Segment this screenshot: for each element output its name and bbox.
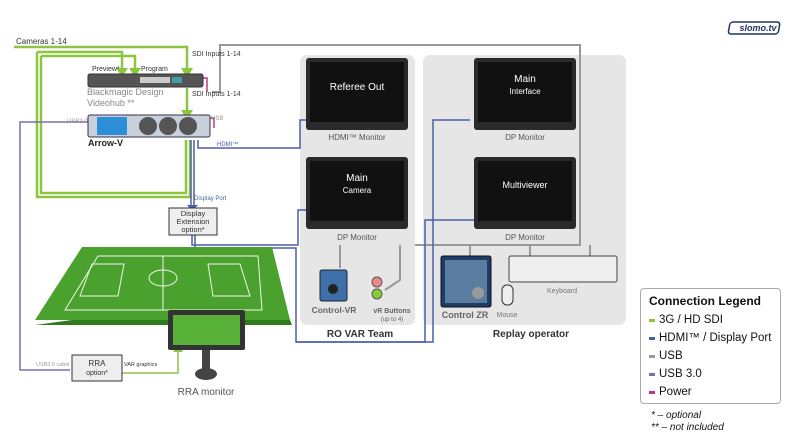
legend-title: Connection Legend	[649, 294, 761, 308]
sdi-cables	[14, 45, 192, 374]
keyboard-device	[508, 255, 618, 283]
hdmi-label: HDMI™	[217, 141, 238, 148]
legend-label: HDMI™ / Display Port	[659, 332, 772, 344]
arrow-v-label: Arrow-V	[88, 138, 123, 148]
legend-item-power: Power	[649, 383, 772, 401]
keyboard-label: Keyboard	[547, 288, 577, 295]
vr-button-green	[371, 288, 383, 300]
sdi-inputs-label-1: SDI Inputs 1-14	[192, 51, 241, 58]
usb-label: USB	[211, 116, 223, 122]
legend-item-sdi: 3G / HD SDI	[649, 311, 772, 329]
referee-out-screen: Referee Out	[330, 82, 385, 93]
usb30-cable-label: USB3.0 cable	[36, 362, 70, 368]
legend-item-hdmi: HDMI™ / Display Port	[649, 329, 772, 347]
rra-monitor-label: RRA monitor	[178, 387, 235, 398]
videohub-label-2: Videohub **	[87, 98, 135, 108]
logo-text: slomo.tv	[739, 23, 777, 33]
legend-label: USB 3.0	[659, 368, 702, 380]
legend-swatch	[649, 372, 655, 376]
rra-option-box	[71, 354, 123, 382]
legend-swatch	[649, 354, 655, 358]
main-camera-screen-1: Main	[346, 173, 368, 184]
vr-buttons-note: (up to 4)	[381, 317, 403, 323]
slomo-logo	[727, 21, 781, 35]
legend-item-usb: USB	[649, 347, 772, 365]
videohub-label-1: Blackmagic Design	[87, 87, 164, 97]
control-vr-label: Control-VR	[312, 305, 357, 315]
vr-button-red	[371, 276, 383, 288]
vr-buttons-label: vR Buttons	[373, 308, 410, 315]
dp-monitor-label-3: DP Monitor	[505, 233, 545, 242]
connection-legend: Connection Legend 3G / HD SDI HDMI™ / Di…	[640, 288, 781, 404]
legend-swatch	[649, 390, 655, 394]
usb30-label: USB3.0	[67, 119, 88, 125]
footnote-optional: * – optional	[651, 410, 702, 421]
rra-option-label-1: RRA	[89, 359, 107, 368]
display-ext-label-3: option*	[181, 225, 204, 234]
monitor-referee-out	[306, 58, 408, 130]
monitor-multiviewer	[474, 157, 576, 229]
control-zr-label: Control ZR	[442, 310, 489, 320]
mouse-device	[501, 284, 514, 306]
replay-title: Replay operator	[493, 329, 569, 340]
usb3-cable	[19, 121, 88, 371]
legend-item-usb3: USB 3.0	[649, 365, 772, 383]
main-camera-screen-2: Camera	[343, 186, 372, 195]
rra-option-label-2: option*	[86, 370, 108, 377]
sdi-inputs-label-2: SDI Inputs 1-14	[192, 91, 241, 98]
preview-label: Preview*	[92, 66, 120, 73]
footnotes: * – optional ** – not included	[651, 410, 724, 434]
display-extension-box	[168, 207, 218, 236]
display-port-label: Display Port	[194, 196, 227, 202]
program-label: Program	[141, 66, 168, 73]
cameras-label: Cameras 1-14	[16, 37, 67, 46]
ro-var-title: RO VAR Team	[327, 329, 393, 340]
main-interface-screen-1: Main	[514, 74, 536, 85]
legend-swatch	[649, 318, 655, 322]
usb-cables	[212, 44, 591, 291]
var-graphics-label: VAR graphics	[124, 362, 157, 368]
legend-label: 3G / HD SDI	[659, 314, 723, 326]
legend-label: Power	[659, 386, 692, 398]
hdmi-monitor-label: HDMI™ Monitor	[328, 133, 386, 142]
legend-swatch	[649, 336, 655, 340]
multiviewer-screen: Multiviewer	[502, 180, 547, 190]
mouse-label: Mouse	[496, 312, 517, 319]
display-ext-label-1: Display	[181, 209, 206, 218]
footnote-not-included: ** – not included	[651, 422, 724, 433]
dp-monitor-label-2: DP Monitor	[505, 133, 545, 142]
monitor-main-interface	[474, 58, 576, 130]
display-ext-label-2: Extension	[177, 217, 210, 226]
monitor-main-camera	[306, 157, 408, 229]
main-interface-screen-2: Interface	[509, 87, 541, 96]
legend-label: USB	[659, 350, 683, 362]
dp-monitor-label-1: DP Monitor	[337, 233, 377, 242]
